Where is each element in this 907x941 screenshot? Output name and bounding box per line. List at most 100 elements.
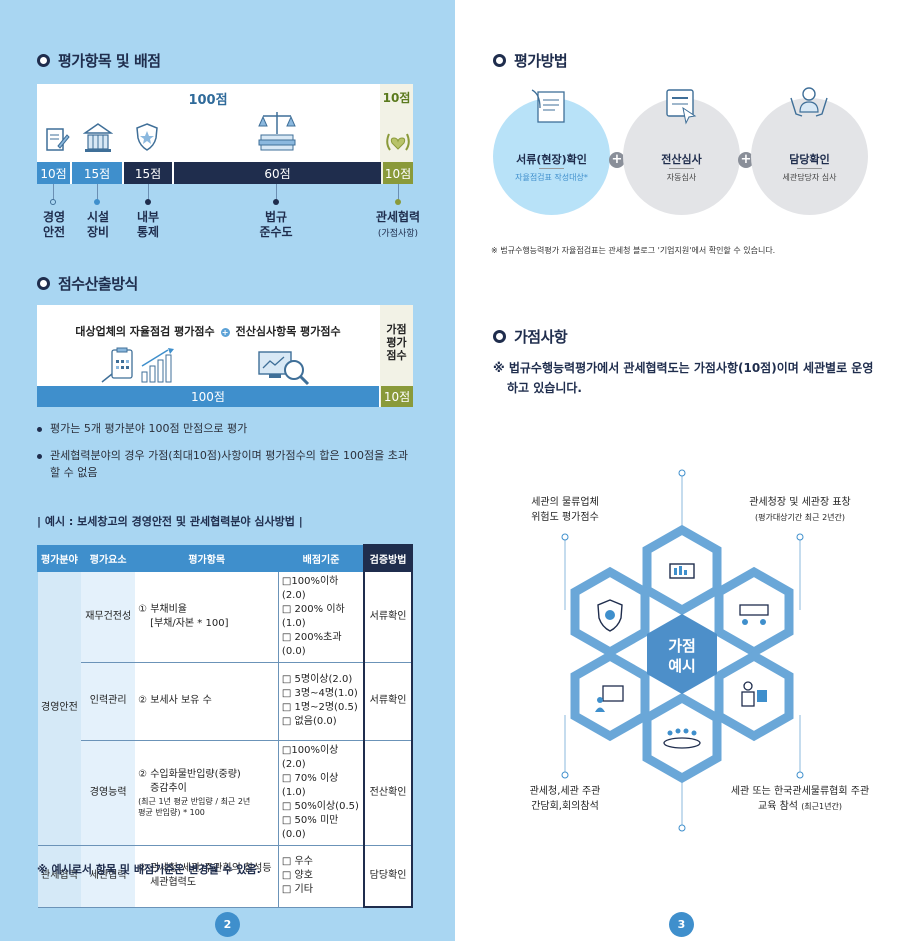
formula-part-system-review: 전산심사항목 평가점수: [235, 325, 341, 338]
label-line: 세관의 물류업체: [531, 497, 599, 508]
criteria-line: □ 3명~4명(1.0): [281, 688, 358, 699]
score-bar-compliance: 60점: [174, 162, 381, 184]
table-cell-element: 재무건전성: [81, 571, 136, 663]
criteria-line: □ 50% 미만(0.0): [281, 814, 339, 840]
section-title-text: 평가항목 및 배점: [58, 52, 161, 70]
table-cell-item: ① 부채비율 [부채/자본 * 100]: [135, 571, 279, 663]
item-line: ① 부채비율: [138, 603, 188, 615]
criteria-line: □100%이하(2.0): [281, 575, 339, 601]
bonus-description: ※ 법규수행능력평가에서 관세협력도는 가점사항(10점)이며 세관별로 운영 …: [493, 358, 883, 398]
criteria-line: □ 기타: [281, 884, 313, 895]
section-title-evaluation-items: 평가항목 및 배점: [37, 50, 161, 71]
item-line: ② 수입화물반입량(중량): [138, 768, 241, 780]
circle-title: 서류(현장)확인: [516, 153, 587, 166]
hex-bottom: [642, 692, 722, 784]
criteria-line: □100%이상(2.0): [281, 744, 339, 770]
hex-center-line: 예시: [668, 657, 696, 675]
table-cell-criteria: □ 우수 □ 양호 □ 기타: [277, 845, 365, 908]
table-cell-method: 담당확인: [363, 845, 413, 908]
table-cell-element: 경영능력: [81, 740, 136, 846]
score-formula: 대상업체의 자율점검 평가점수+전산심사항목 평가점수: [37, 323, 379, 339]
plus-icon: +: [220, 327, 230, 337]
table-row: 인력관리 ② 보세사 보유 수 □ 5명이상(2.0)□ 3명~4명(1.0)□…: [38, 662, 413, 741]
table-cell-element: 세관협력: [81, 845, 136, 908]
officer-hands-icon: [790, 87, 828, 117]
shield-badge-icon: [136, 123, 158, 151]
bullet-text: 관세협력분야의 경우 가점(최대10점)사항이며 평가점수의 합은 100점을 …: [50, 449, 409, 462]
criteria-line: □ 50%이상(0.5): [281, 800, 359, 812]
bonus-label-education: 세관 또는 한국관세물류협회 주관 교육 참석 (최근1년간): [715, 784, 885, 814]
score-bar-internal-control: 15점: [124, 162, 172, 184]
hex-top-right: [714, 566, 794, 658]
bonus-hexagon-diagram: [561, 469, 804, 832]
criteria-line: □ 5명이상(2.0): [281, 674, 353, 685]
table-note: ※ 예시로서 항목 및 배점기준은 변경될 수 있음.: [37, 863, 261, 876]
criteria-line: □ 200%초과(0.0): [281, 631, 342, 657]
bonus-description-line: 하고 있습니다.: [507, 381, 582, 395]
hex-top: [642, 524, 722, 616]
bonus-label-risk-score: 세관의 물류업체 위험도 평가점수: [500, 495, 630, 525]
laurel-heart-icon: [386, 133, 410, 151]
computer-cursor-icon: [666, 89, 697, 125]
tick-dot: [50, 199, 56, 205]
example-table: 평가분야 평가요소 평가항목 배점기준 검증방법 경영안전 재무건전성 ① 부채…: [37, 544, 413, 908]
item-line-small: 평균 반입량) * 100: [138, 807, 205, 817]
label-line: 위험도 평가점수: [531, 512, 599, 523]
item-line: ② 관세청(세관)주관회의 참석등: [138, 863, 272, 874]
tick-line: [53, 184, 54, 204]
bullet-ring-icon: [493, 330, 506, 343]
criteria-line: □ 200% 이하(1.0): [281, 603, 345, 629]
label-line: 관세청장 및 세관장 표창: [749, 497, 851, 508]
page-number: 3: [669, 912, 694, 937]
hex-center-label: 가점 예시: [651, 636, 713, 676]
table-header-row: 평가분야 평가요소 평가항목 배점기준 검증방법: [37, 544, 413, 572]
table-cell-method: 서류확인: [363, 662, 413, 741]
tick-line: [97, 184, 98, 204]
hex-top-left: [570, 566, 650, 658]
circle-divider: [797, 168, 822, 169]
bullet-point-2: 관세협력분야의 경우 가점(최대10점)사항이며 평가점수의 합은 100점을 …: [37, 447, 422, 481]
circle-subtitle: 자율점검표 작성대상*: [515, 173, 588, 182]
table-header: 평가항목: [134, 544, 279, 572]
item-line: [부채/자본 * 100]: [150, 617, 229, 629]
table-header: 검증방법: [363, 544, 413, 572]
score-bar-bonus: 10점: [381, 386, 413, 407]
label-line-small: (평가대상기간 최근 2년간): [754, 513, 846, 522]
section-title-evaluation-method: 평가방법: [493, 50, 568, 71]
section-title-score-method: 점수산출방식: [37, 273, 138, 294]
criteria-line: □ 양호: [281, 870, 313, 881]
circle-subtitle: 세관담당자 심사: [782, 173, 837, 182]
table-header: 배점기준: [277, 544, 365, 572]
criteria-line: □ 우수: [281, 856, 313, 867]
table-cell-method: 서류확인: [363, 571, 413, 663]
label-internal-control: 내부 통제: [136, 210, 160, 239]
circle-subtitle: 자동심사: [666, 173, 697, 182]
hex-center-line: 가점: [668, 637, 696, 655]
bonus-label-meeting: 관세청,세관 주관 간담회,회의참석: [500, 784, 630, 814]
plus-icon: +: [609, 152, 625, 168]
hex-bottom-left: [570, 650, 650, 742]
page-number: 2: [215, 912, 240, 937]
item-line: 증감추이: [150, 782, 187, 794]
bullet-dot-icon: [37, 453, 42, 459]
building-icon: [83, 123, 113, 152]
label-line: 관세청,세관 주관: [529, 786, 601, 797]
total-score-label: 100점: [188, 93, 228, 108]
circle-divider: [669, 168, 694, 169]
section-title-bonus: 가점사항: [493, 326, 568, 347]
monitor-magnifier-icon: [258, 351, 310, 386]
score-bar-facility: 15점: [72, 162, 122, 184]
bonus-description-line: ※ 법규수행능력평가에서 관세협력도는 가점사항(10점)이며 세관별로 운영: [493, 361, 874, 375]
section-title-text: 가점사항: [514, 328, 568, 346]
tick-dot: [94, 199, 100, 205]
label-facility-equipment: 시설 장비: [86, 210, 110, 239]
clipboard-growth-chart-icon: [101, 347, 174, 383]
table-row: 경영안전 재무건전성 ① 부채비율[부채/자본 * 100] □100%이하(2…: [37, 571, 413, 846]
method-circle-officer-check: 담당확인 세관담당자 심사: [751, 98, 868, 215]
bullet-text-continuation: 할 수 없음: [50, 466, 98, 479]
tick-line: [148, 184, 149, 204]
table-cell-element: 인력관리: [81, 662, 136, 741]
label-line: 교육 참석: [758, 801, 798, 812]
tick-line: [398, 184, 399, 204]
bullet-text: 평가는 5개 평가분야 100점 만점으로 평가: [50, 422, 248, 435]
